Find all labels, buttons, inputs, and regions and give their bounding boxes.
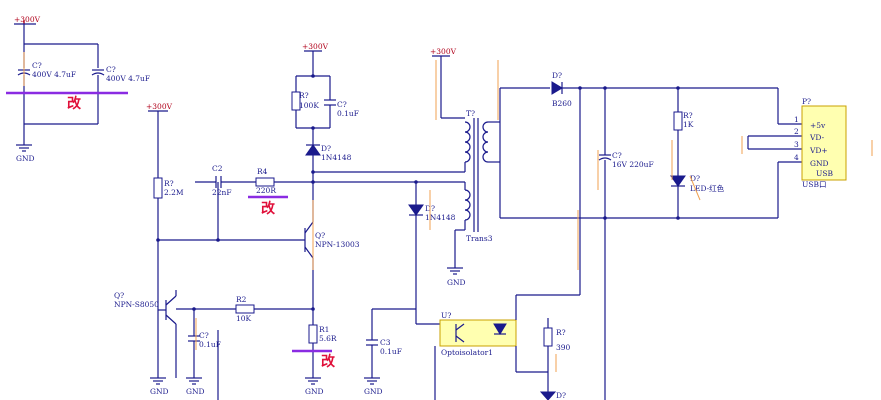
- c-out-ref: C?: [612, 151, 622, 160]
- r100k-ref: R?: [299, 91, 309, 100]
- gnd-label-1: GND: [16, 154, 35, 163]
- r-2m2: [153, 177, 163, 199]
- q13003-value: NPN-13003: [315, 240, 360, 249]
- feedback-block: C3 0.1uF GND U? Optoisolator1 R? 390 D?: [364, 294, 580, 400]
- r2m-ref: R?: [164, 179, 174, 188]
- r100k-value: 100K: [299, 101, 319, 110]
- c-osc-value: 0.1uF: [199, 340, 221, 349]
- c-osc-ref: C?: [199, 331, 209, 340]
- r2-value: 10K: [236, 314, 252, 323]
- r1: [308, 324, 318, 344]
- u-ref: U?: [441, 311, 451, 320]
- guide-strokes: [23, 52, 873, 372]
- c3-ref: C3: [380, 338, 391, 347]
- snubber-block: +300V R? 100K C? 0.1uF D? 1N4148: [291, 42, 465, 184]
- r4-ref: R4: [257, 167, 268, 176]
- gnd-label-5: GND: [447, 278, 466, 287]
- t-value: Trans3: [466, 234, 493, 243]
- usb-pin4-name: GND: [810, 159, 829, 168]
- r-1k: [673, 111, 683, 131]
- edit-mark-2: 改: [261, 200, 276, 217]
- usb-pin3-name: VD+: [809, 146, 828, 155]
- d-aux-value: 1N4148: [425, 213, 456, 222]
- vcc-label-3: +300V: [302, 42, 329, 51]
- usb-pin2-name: VD-: [809, 133, 825, 142]
- c2-ref: C2: [212, 164, 223, 173]
- gnd-label-4: GND: [305, 387, 324, 396]
- c-snub-value: 0.1uF: [337, 109, 359, 118]
- gnd-label-3: GND: [186, 387, 205, 396]
- r2-ref: R2: [236, 295, 247, 304]
- d-zener-ref: D?: [556, 391, 566, 400]
- r2: [235, 304, 255, 314]
- usb-pin1-num: 1: [794, 115, 799, 124]
- transformer-trans3: +300V T? Trans3 D? 1N4148 GND: [408, 47, 500, 309]
- usb-footprint: USB: [816, 169, 833, 178]
- input-filter-caps: +300V C? 400V 4.7uF C? 400V 4.7uF 改 GND: [6, 15, 150, 163]
- q13003-ref: Q?: [315, 231, 325, 240]
- u-value: Optoisolator1: [441, 348, 493, 357]
- usb-pin1-name: +5v: [810, 121, 826, 130]
- output-block: D? B260 C? 16V 220uF R? 1K D? LED-红色: [499, 71, 802, 400]
- r390-value: 390: [556, 343, 571, 352]
- oscillator-block: +300V R? 2.2M C2 22nF R4 220R 改 Q? NPN-1…: [114, 102, 360, 400]
- d-snub-ref: D?: [321, 144, 331, 153]
- c7a-ref: C?: [32, 61, 42, 70]
- c-snub-ref: C?: [337, 100, 347, 109]
- d-snub-value: 1N4148: [321, 153, 352, 162]
- r-390: [543, 327, 553, 347]
- r4-value: 220R: [256, 186, 276, 195]
- r1-ref: R1: [319, 325, 329, 334]
- vcc-label-2: +300V: [146, 102, 173, 111]
- d-out-value: B260: [552, 99, 572, 108]
- r1-value: 5.6R: [319, 334, 337, 343]
- c7a-value: 400V 4.7uF: [32, 70, 76, 79]
- gnd-label-6: GND: [364, 387, 383, 396]
- led-ref: D?: [690, 174, 700, 183]
- r4: [255, 177, 275, 187]
- usb-pin4-num: 4: [794, 153, 799, 162]
- qs8050-value: NPN-S8050: [114, 300, 159, 309]
- c-out-value: 16V 220uF: [612, 160, 654, 169]
- c7b-ref: C?: [106, 65, 116, 74]
- usb-ref: P?: [802, 97, 811, 106]
- usb-pin3-num: 3: [794, 140, 799, 149]
- usb-pin2-num: 2: [794, 127, 799, 136]
- gnd-label-2: GND: [150, 387, 169, 396]
- gnd-symbols-bottom: GND GND GND: [150, 377, 324, 396]
- r1k-value: 1K: [683, 120, 694, 129]
- edit-mark-1: 改: [67, 95, 82, 112]
- r2m-value: 2.2M: [164, 188, 184, 197]
- usb-value: USB口: [802, 180, 826, 189]
- c2-value: 22nF: [212, 188, 232, 197]
- t-ref: T?: [466, 109, 475, 118]
- edit-mark-3: 改: [321, 353, 336, 370]
- usb-connector: P? 1 +5v 2 VD- 3 VD+ 4 GND USB USB口: [794, 97, 847, 189]
- vcc-label-4: +300V: [430, 47, 457, 56]
- vcc-label-1: +300V: [14, 15, 41, 24]
- c3-value: 0.1uF: [380, 347, 402, 356]
- qs8050-ref: Q?: [114, 291, 124, 300]
- r390-ref: R?: [556, 328, 566, 337]
- d-out-ref: D?: [552, 71, 562, 80]
- c7b-value: 400V 4.7uF: [106, 74, 150, 83]
- led-value: LED-红色: [690, 183, 725, 193]
- r1k-ref: R?: [683, 111, 693, 120]
